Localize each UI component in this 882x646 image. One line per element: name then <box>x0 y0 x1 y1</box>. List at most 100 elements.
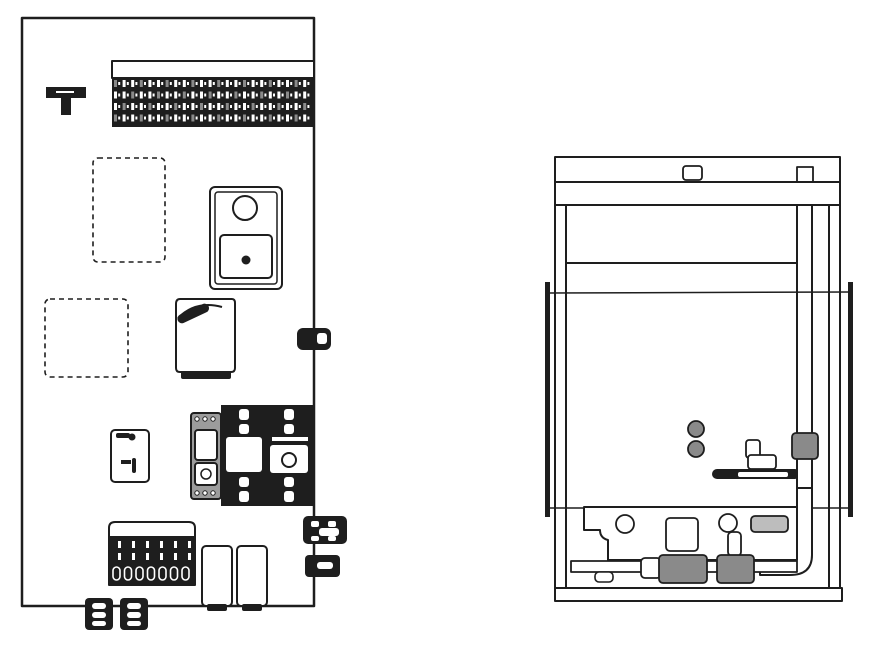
terminal-cell <box>277 91 281 99</box>
terminal-screw <box>126 82 129 85</box>
terminal-screw <box>152 82 155 85</box>
terminal-cell <box>260 80 264 87</box>
terminal-screw <box>161 105 164 108</box>
small-fitting <box>727 531 742 557</box>
bottom-connector-left <box>85 598 113 630</box>
side-connector <box>297 328 331 350</box>
terminal-cell <box>148 91 152 99</box>
db-socket <box>158 566 167 581</box>
terminal-cell <box>157 80 160 87</box>
terminal-screw <box>135 93 138 97</box>
terminal-screw <box>273 93 275 97</box>
terminal-cell <box>191 91 195 99</box>
terminal-screw <box>221 105 224 108</box>
trunking-port-right <box>718 513 738 533</box>
din-rail-assembly <box>712 439 800 479</box>
terminal-cell <box>286 103 289 110</box>
terminal-cell <box>277 103 281 110</box>
terminal-screw <box>212 82 215 85</box>
terminal-screw <box>169 105 172 108</box>
terminal-cell <box>139 91 143 99</box>
terminal-cell <box>122 80 126 87</box>
terminal-screw <box>126 93 129 97</box>
terminal-screw <box>126 105 129 108</box>
terminal-cell <box>303 91 307 99</box>
terminal-screw <box>178 82 181 85</box>
terminal-cell <box>234 103 238 110</box>
terminal-cell <box>174 80 178 87</box>
bottom-connector-right <box>120 598 148 630</box>
terminal-screw <box>255 93 258 97</box>
terminal-cell <box>148 80 152 87</box>
terminal-screw <box>230 93 232 97</box>
terminal-screw <box>169 82 172 85</box>
terminal-screw <box>221 116 224 120</box>
terminal-cell <box>200 103 203 110</box>
terminal-cell <box>217 80 221 87</box>
terminal-cell <box>260 103 264 110</box>
terminal-screw <box>161 116 164 120</box>
terminal-cell <box>303 114 307 122</box>
tray-clip <box>594 571 614 583</box>
actuator-left <box>658 554 708 584</box>
terminal-screw <box>221 93 224 97</box>
terminal-cell <box>225 103 229 110</box>
terminal-screw <box>298 93 301 97</box>
terminal-cell <box>243 91 246 99</box>
terminal-cell <box>191 114 195 122</box>
terminal-screw <box>290 82 293 85</box>
side-gland-block <box>791 432 819 460</box>
terminal-screw <box>118 93 121 97</box>
terminal-block-strip <box>111 60 315 127</box>
indicator-lamp-lower <box>687 440 705 458</box>
cabinet-header-band <box>554 181 841 206</box>
terminal-cell <box>182 91 186 99</box>
terminal-grid <box>114 80 310 122</box>
terminal-screw <box>281 82 284 85</box>
db-socket <box>112 566 121 581</box>
terminal-screw <box>178 105 181 108</box>
top-handle <box>682 165 703 181</box>
grey-terminal <box>750 515 789 533</box>
terminal-cell <box>200 91 203 99</box>
terminal-cell <box>191 80 195 87</box>
terminal-cell <box>243 103 246 110</box>
rocker-switch <box>209 186 283 290</box>
terminal-screw <box>204 82 207 85</box>
db-pin <box>132 553 135 560</box>
db-pin <box>174 541 177 548</box>
terminal-cell <box>251 114 255 122</box>
terminal-screw <box>144 105 146 108</box>
terminal-cell <box>131 80 135 87</box>
relay-module <box>175 298 236 379</box>
terminal-cell <box>268 103 272 110</box>
terminal-screw <box>195 93 198 97</box>
terminal-screw <box>161 82 164 85</box>
terminal-screw <box>290 116 293 120</box>
terminal-cell <box>251 91 255 99</box>
exterior-connector-upper <box>303 516 347 544</box>
terminal-screw <box>212 116 215 120</box>
fuse-holder-left <box>201 545 233 611</box>
terminal-screw <box>238 82 241 85</box>
db-pin <box>118 553 121 560</box>
terminal-screw <box>273 116 275 120</box>
terminal-cell <box>165 91 169 99</box>
dashed-placeholder-lower <box>44 298 129 378</box>
terminal-screw <box>187 93 189 97</box>
db-pin <box>160 541 163 548</box>
terminal-screw <box>135 82 138 85</box>
terminal-screw <box>152 105 155 108</box>
terminal-screw <box>307 93 310 97</box>
coupler <box>640 557 662 579</box>
door-bar-left <box>545 282 550 517</box>
terminal-cell <box>234 80 238 87</box>
terminal-screw <box>118 116 121 120</box>
terminal-cell <box>174 91 178 99</box>
terminal-cell <box>217 114 221 122</box>
terminal-cell <box>122 103 126 110</box>
terminal-cell <box>157 91 160 99</box>
terminal-cell <box>225 80 229 87</box>
terminal-screw <box>169 116 172 120</box>
